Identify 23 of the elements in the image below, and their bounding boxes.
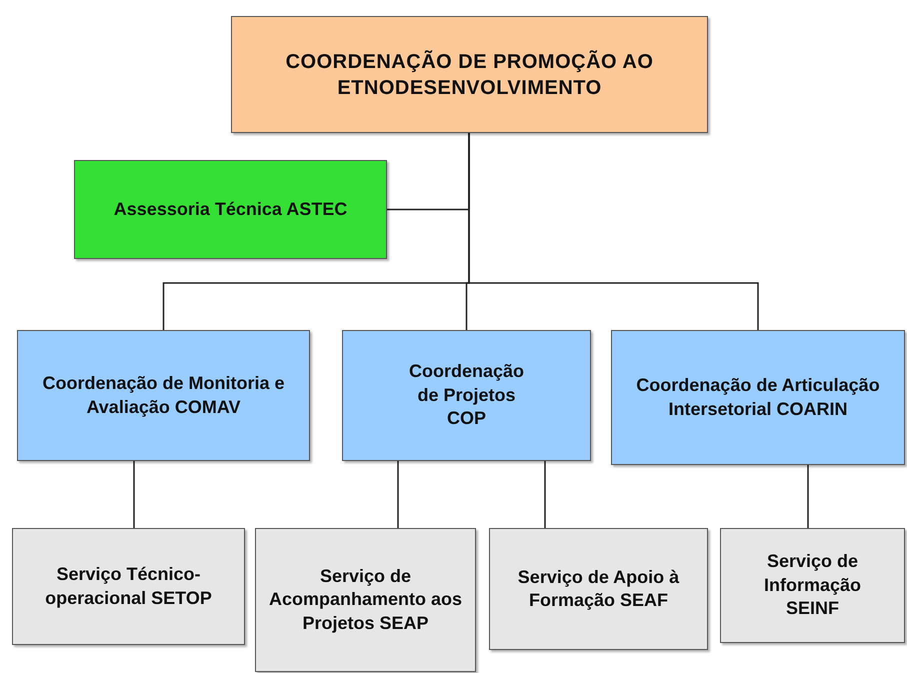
- org-unit-box: [12, 528, 245, 645]
- connector-line: [468, 133, 759, 330]
- unit-name: Serviço de Informação SEINF: [762, 550, 862, 620]
- unit-name: Serviço de Apoio à Formação SEAF: [516, 566, 680, 612]
- org-unit-box: [74, 160, 387, 259]
- org-unit-box: [489, 528, 708, 650]
- org-unit-box: [231, 16, 708, 133]
- org-unit-box: [17, 330, 310, 461]
- unit-name: Coordenação de Projetos COP: [408, 360, 526, 430]
- unit-name: Assessoria Técnica ASTEC: [114, 198, 348, 221]
- unit-name: Serviço de Acompanhamento aos Projetos SEAP: [268, 564, 464, 635]
- connector-line: [397, 461, 399, 528]
- connector-line: [133, 461, 135, 528]
- unit-name: COORDENAÇÃO DE PROMOÇÃO AO ETNODESENVOLVIMENTO: [284, 49, 654, 100]
- connector-line: [807, 465, 809, 528]
- org-unit-box: [255, 528, 476, 672]
- unit-name: Coordenação de Articulação Intersetorial COARIN: [635, 374, 881, 420]
- unit-name: Serviço Técnico-operacional SETOP: [44, 563, 213, 610]
- org-unit-box: [720, 528, 905, 643]
- org-unit-box: [611, 330, 905, 465]
- connector-line: [544, 461, 546, 528]
- unit-name: Coordenação de Monitoria e Avaliação COMAV: [41, 372, 286, 419]
- org-unit-box: [342, 330, 591, 461]
